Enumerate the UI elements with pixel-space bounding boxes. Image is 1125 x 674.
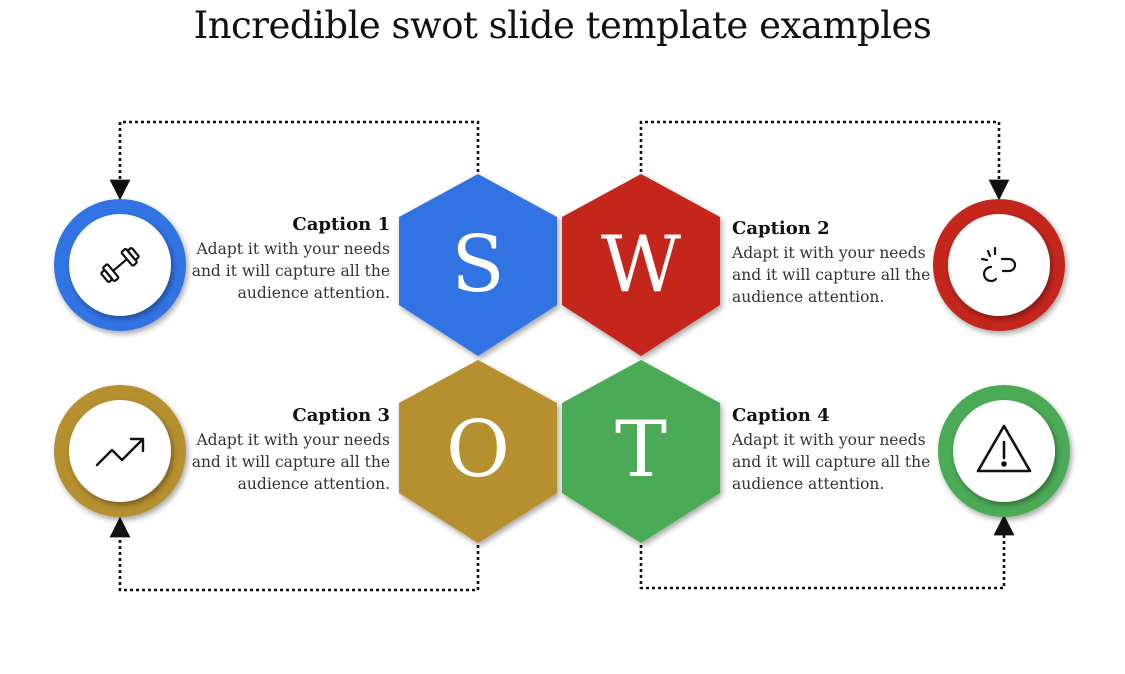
caption-3-title: Caption 3 bbox=[292, 405, 390, 426]
circle-o bbox=[54, 385, 186, 517]
connector-w bbox=[639, 120, 1010, 201]
caption-block-1: Caption 1 Adapt it with your needs and i… bbox=[190, 214, 390, 304]
caption-block-4: Caption 4 Adapt it with your needs and i… bbox=[732, 405, 932, 495]
slide-title: Incredible swot slide template examples bbox=[193, 4, 932, 47]
dumbbell-icon bbox=[100, 247, 140, 283]
hexagon-t-letter: T bbox=[615, 405, 667, 495]
circle-w bbox=[933, 199, 1065, 331]
caption-1-text: Adapt it with your needs and it will cap… bbox=[191, 240, 390, 302]
caption-block-2: Caption 2 Adapt it with your needs and i… bbox=[732, 218, 932, 308]
hexagon-t bbox=[562, 360, 720, 543]
connector-t bbox=[639, 514, 1015, 590]
hexagon-o-letter: O bbox=[446, 405, 510, 495]
caption-2-text: Adapt it with your needs and it will cap… bbox=[732, 244, 931, 306]
hexagon-s bbox=[399, 174, 557, 356]
caption-1-title: Caption 1 bbox=[292, 214, 390, 235]
trending-up-icon bbox=[95, 437, 145, 467]
hexagon-s-letter: S bbox=[451, 220, 504, 310]
connector-o bbox=[109, 516, 480, 592]
broken-link-icon bbox=[980, 246, 1017, 283]
hexagon-w-letter: W bbox=[601, 220, 681, 310]
hexagon-o bbox=[399, 360, 557, 543]
warning-icon bbox=[976, 424, 1032, 473]
caption-2-title: Caption 2 bbox=[732, 218, 830, 239]
hexagon-w bbox=[562, 174, 720, 356]
caption-4-title: Caption 4 bbox=[732, 405, 830, 426]
caption-block-3: Caption 3 Adapt it with your needs and i… bbox=[190, 405, 390, 495]
caption-3-text: Adapt it with your needs and it will cap… bbox=[191, 431, 390, 493]
connector-s bbox=[109, 120, 480, 201]
caption-4-text: Adapt it with your needs and it will cap… bbox=[732, 431, 931, 493]
